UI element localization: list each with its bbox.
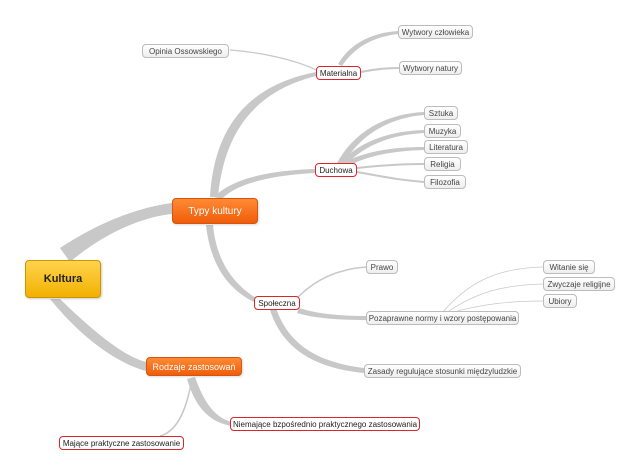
leaf-prawo[interactable]: Prawo: [366, 260, 398, 274]
root-node-kultura[interactable]: Kultura: [25, 260, 101, 298]
connector-spoleczna-pozaprawne: [297, 308, 367, 320]
connector-kultura-rodzaje: [50, 299, 146, 371]
connector-typy-materialna: [210, 72, 316, 197]
leaf-literatura[interactable]: Literatura: [424, 140, 468, 154]
connector-spoleczna-prawo: [297, 266, 367, 298]
leaf-wytwory-natury[interactable]: Wytwory natury: [399, 61, 462, 75]
leaf-opinia-ossowskiego[interactable]: Opinia Ossowskiego: [142, 44, 229, 58]
node-spoleczna[interactable]: Społeczna: [254, 296, 300, 310]
connector-rodzaje-majace: [159, 377, 193, 437]
connector-pozaprawne-witanie: [441, 266, 544, 314]
connector-rodzaje-niemajace: [187, 377, 232, 426]
leaf-ubiory[interactable]: Ubiory: [543, 294, 577, 308]
leaf-pozaprawne-normy[interactable]: Pozaprawne normy i wzory postępowania: [366, 311, 519, 325]
connector-duchowa-religia: [356, 163, 425, 169]
connector-materialna-czlowieka: [338, 31, 398, 66]
leaf-religia[interactable]: Religia: [424, 157, 461, 171]
connector-typy-spoleczna: [206, 225, 256, 303]
node-niemajace-zastosowania[interactable]: Niemające bzpośrednio praktycznego zasto…: [230, 417, 420, 431]
node-majace-zastosowanie[interactable]: Mające praktyczne zastosowanie: [59, 436, 184, 450]
connector-spoleczna-zasady: [270, 308, 364, 373]
node-materialna[interactable]: Materialna: [316, 66, 361, 80]
connector-materialna-natury: [360, 67, 401, 73]
connector-duchowa-filozofia: [356, 171, 425, 183]
node-duchowa[interactable]: Duchowa: [315, 163, 357, 177]
leaf-filozofia[interactable]: Filozofia: [424, 175, 466, 189]
node-typy-kultury[interactable]: Typy kultury: [172, 198, 258, 224]
leaf-zwyczaje-religijne[interactable]: Zwyczaje religijne: [543, 277, 615, 291]
leaf-muzyka[interactable]: Muzyka: [424, 124, 461, 138]
connector-typy-duchowa: [214, 169, 315, 199]
connector-pozaprawne-zwyczaje: [445, 283, 544, 314]
connector-kultura-typy: [60, 203, 172, 262]
connector-pozaprawne-ubiory: [449, 300, 544, 314]
leaf-wytwory-czlowieka[interactable]: Wytwory człowieka: [398, 25, 473, 39]
leaf-zasady-regulujace[interactable]: Zasady regulujące stosunki międzyludzkie: [364, 364, 521, 378]
node-rodzaje-zastosowan[interactable]: Rodzaje zastosowań: [146, 357, 242, 376]
leaf-sztuka[interactable]: Sztuka: [424, 106, 458, 120]
leaf-witanie-sie[interactable]: Witanie się: [543, 260, 595, 274]
connector-materialna-note: [229, 49, 317, 71]
